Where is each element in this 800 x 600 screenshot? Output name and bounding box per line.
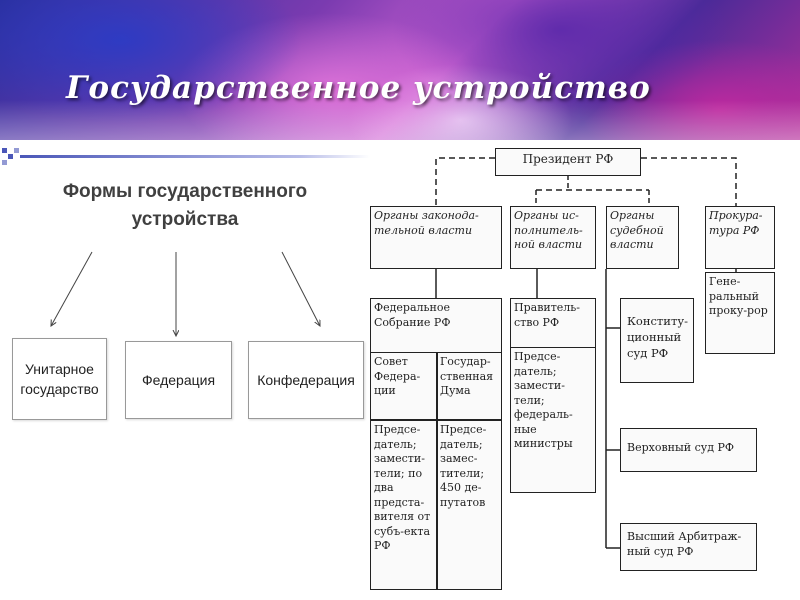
federal-assembly-box: Федеральное Собрание РФ [370,298,502,353]
assembly-structure-box: Совет Федера-ции Государ-ственная Дума П… [370,352,502,590]
form-unitary-box: Унитарное государство [12,338,107,420]
supreme-court-box: Верховный суд РФ [620,428,757,472]
duma-members-text: Предсе-датель; замес-тители; 450 де-пута… [440,423,500,510]
legislative-branch-box: Органы законода-тельной власти [370,206,502,269]
government-box: Правитель-ство РФ [510,298,596,348]
form-confederation-box: Конфедерация [248,341,364,419]
arbitration-court-box: Высший Арбитраж-ный суд РФ [620,523,757,571]
government-members-box: Предсе-датель; замести-тели; федераль-ны… [510,347,596,493]
president-box: Президент РФ [495,148,641,176]
constitutional-court-box: Конститу-ционный суд РФ [620,298,694,383]
prosecution-branch-box: Прокура-тура РФ [705,206,775,269]
council-members-text: Предсе-датель; замести-тели; по два пред… [374,423,434,554]
arrow-unitary [51,252,92,326]
form-federation-box: Федерация [125,341,232,419]
federation-council-label: Совет Федера-ции [374,355,434,399]
government-org-chart: Президент РФ Органы законода-тельной вла… [370,148,800,600]
executive-branch-box: Органы ис-полнитель-ной власти [510,206,596,269]
state-duma-label: Государ-ственная Дума [440,355,500,399]
forms-arrows [0,0,380,360]
judicial-branch-box: Органы судебной власти [606,206,679,269]
arrow-confederation [282,252,320,326]
prosecutor-general-box: Гене-ральный проку-рор [705,272,775,354]
